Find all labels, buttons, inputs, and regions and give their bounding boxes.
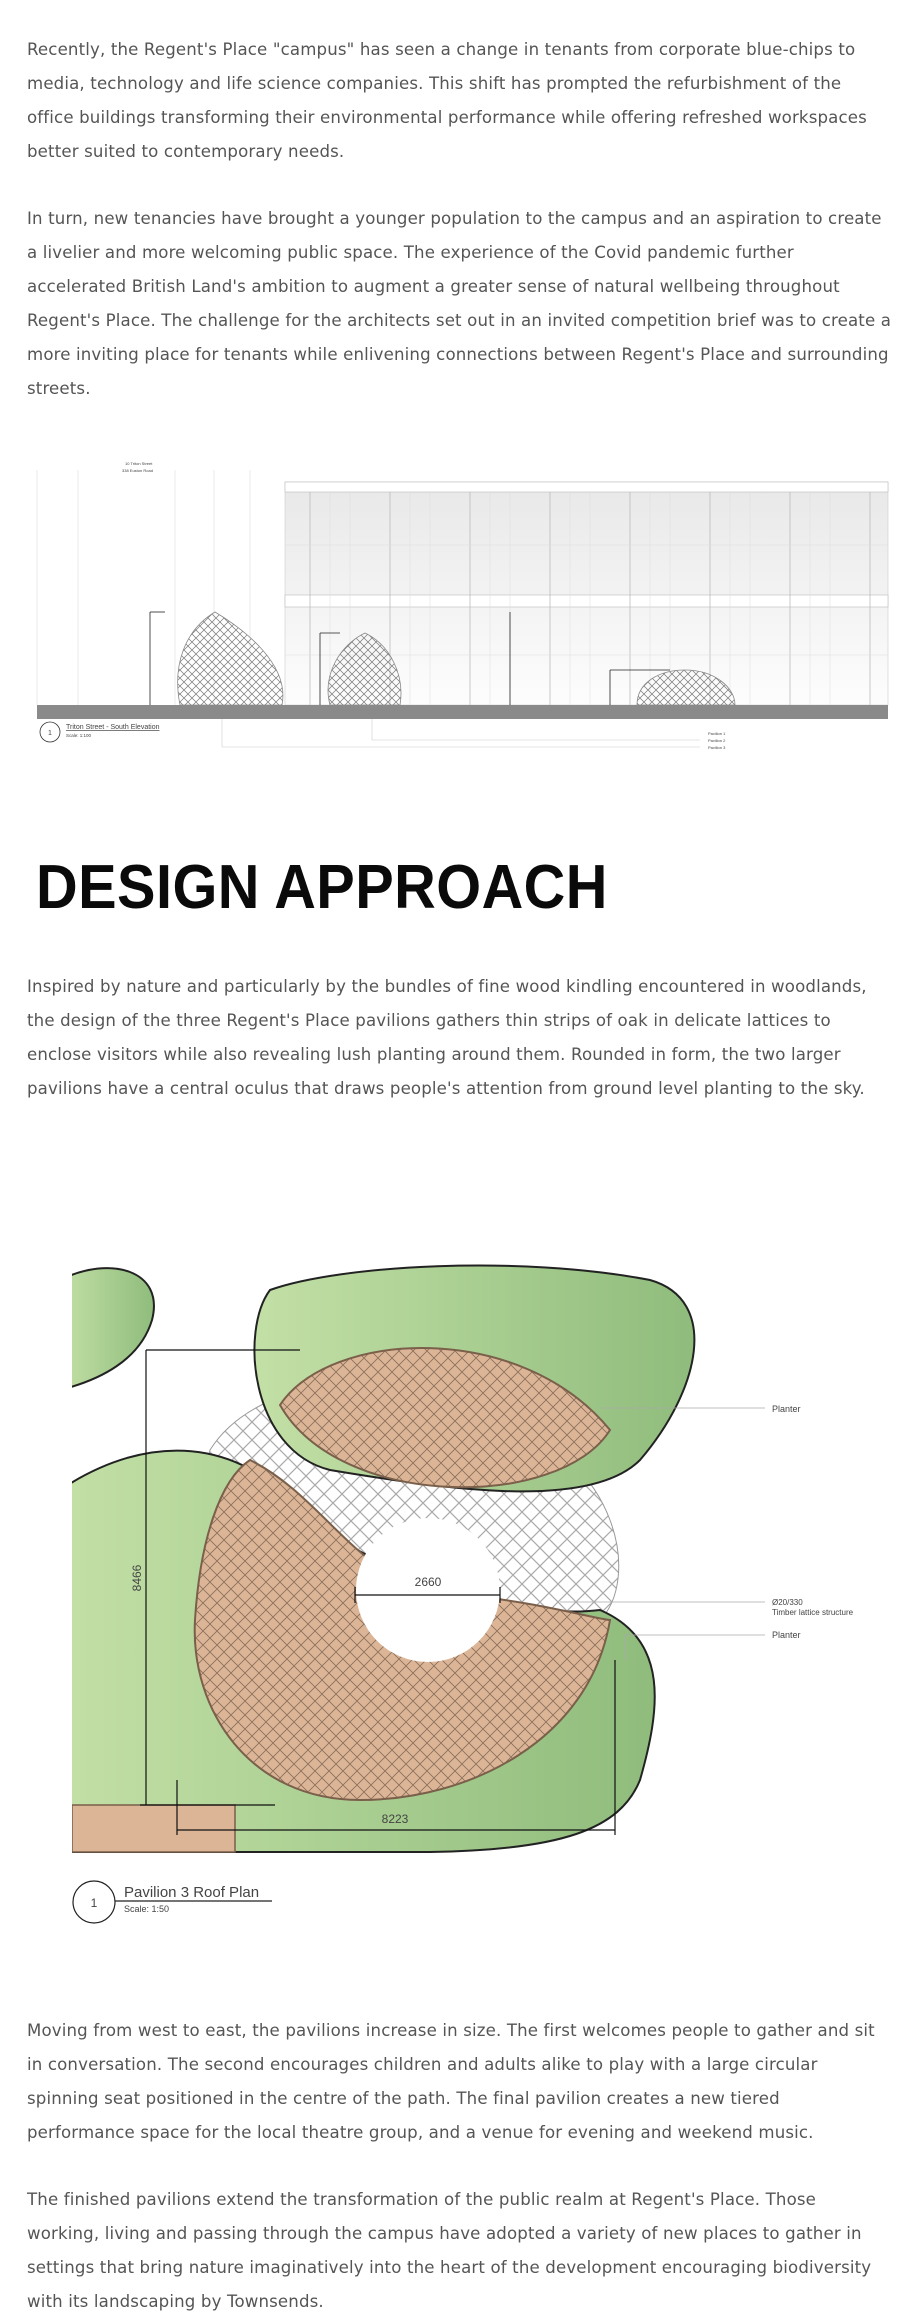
paragraph-tenancies: In turn, new tenancies have brought a yo… — [27, 209, 892, 398]
dimension-vertical: 8466 — [130, 1564, 144, 1591]
ground-strip — [37, 705, 888, 719]
pavilion-2 — [327, 632, 402, 706]
elevation-dimensions — [149, 611, 670, 705]
dimension-oculus: 2660 — [415, 1575, 442, 1589]
pavilion-1 — [177, 611, 284, 706]
dimension-horizontal: 8223 — [382, 1812, 409, 1826]
pavilion-roof-plan-drawing: 8466 2660 8223 Planter Ø20/330 Timber la… — [72, 1264, 854, 1924]
label-planter-top: Planter — [772, 1404, 801, 1414]
label-pavilion-2: Pavilion 2 — [708, 738, 726, 743]
pavilion-leaders — [221, 719, 700, 748]
plan-title: Pavilion 3 Roof Plan — [124, 1884, 259, 1901]
label-pavilion-1: Pavilion 1 — [708, 731, 726, 736]
pavilion-3 — [636, 669, 736, 706]
paragraph-conclusion: The finished pavilions extend the transf… — [27, 2190, 872, 2311]
elevation-title: Triton Street - South Elevation — [66, 724, 160, 731]
label-planter-bottom: Planter — [772, 1630, 801, 1640]
plan-dimensions — [140, 1349, 616, 1835]
label-pavilion-3: Pavilion 3 — [708, 745, 726, 750]
timber-deck — [72, 1804, 236, 1853]
drawing-number-circle — [39, 721, 61, 743]
elevation-scale: Scale: 1:100 — [66, 733, 92, 738]
label-338-euston-road: 338 Euston Road — [122, 468, 153, 473]
elevation-number: 1 — [48, 730, 52, 737]
section-heading: DESIGN APPROACH — [36, 853, 608, 922]
plan-scale: Scale: 1:50 — [124, 1904, 169, 1914]
timber-roof-upper — [278, 1347, 612, 1489]
plan-leaders — [560, 1407, 765, 1660]
label-lattice-spec: Ø20/330 — [772, 1598, 803, 1607]
label-lattice-desc: Timber lattice structure — [772, 1608, 854, 1617]
paragraph-inspiration: Inspired by nature and particularly by t… — [27, 977, 867, 1098]
label-10-triton-street: 10 Triton Street — [125, 461, 153, 466]
paragraph-pavilion-sequence: Moving from west to east, the pavilions … — [27, 2021, 875, 2142]
planter-top-left — [72, 1267, 155, 1388]
south-elevation-drawing: 10 Triton Street 338 Euston Road Pavilio… — [36, 461, 889, 750]
plan-number-circle — [72, 1880, 116, 1924]
paragraph-intro: Recently, the Regent's Place "campus" ha… — [27, 40, 867, 161]
plan-number: 1 — [91, 1896, 98, 1910]
oculus — [356, 1518, 500, 1662]
